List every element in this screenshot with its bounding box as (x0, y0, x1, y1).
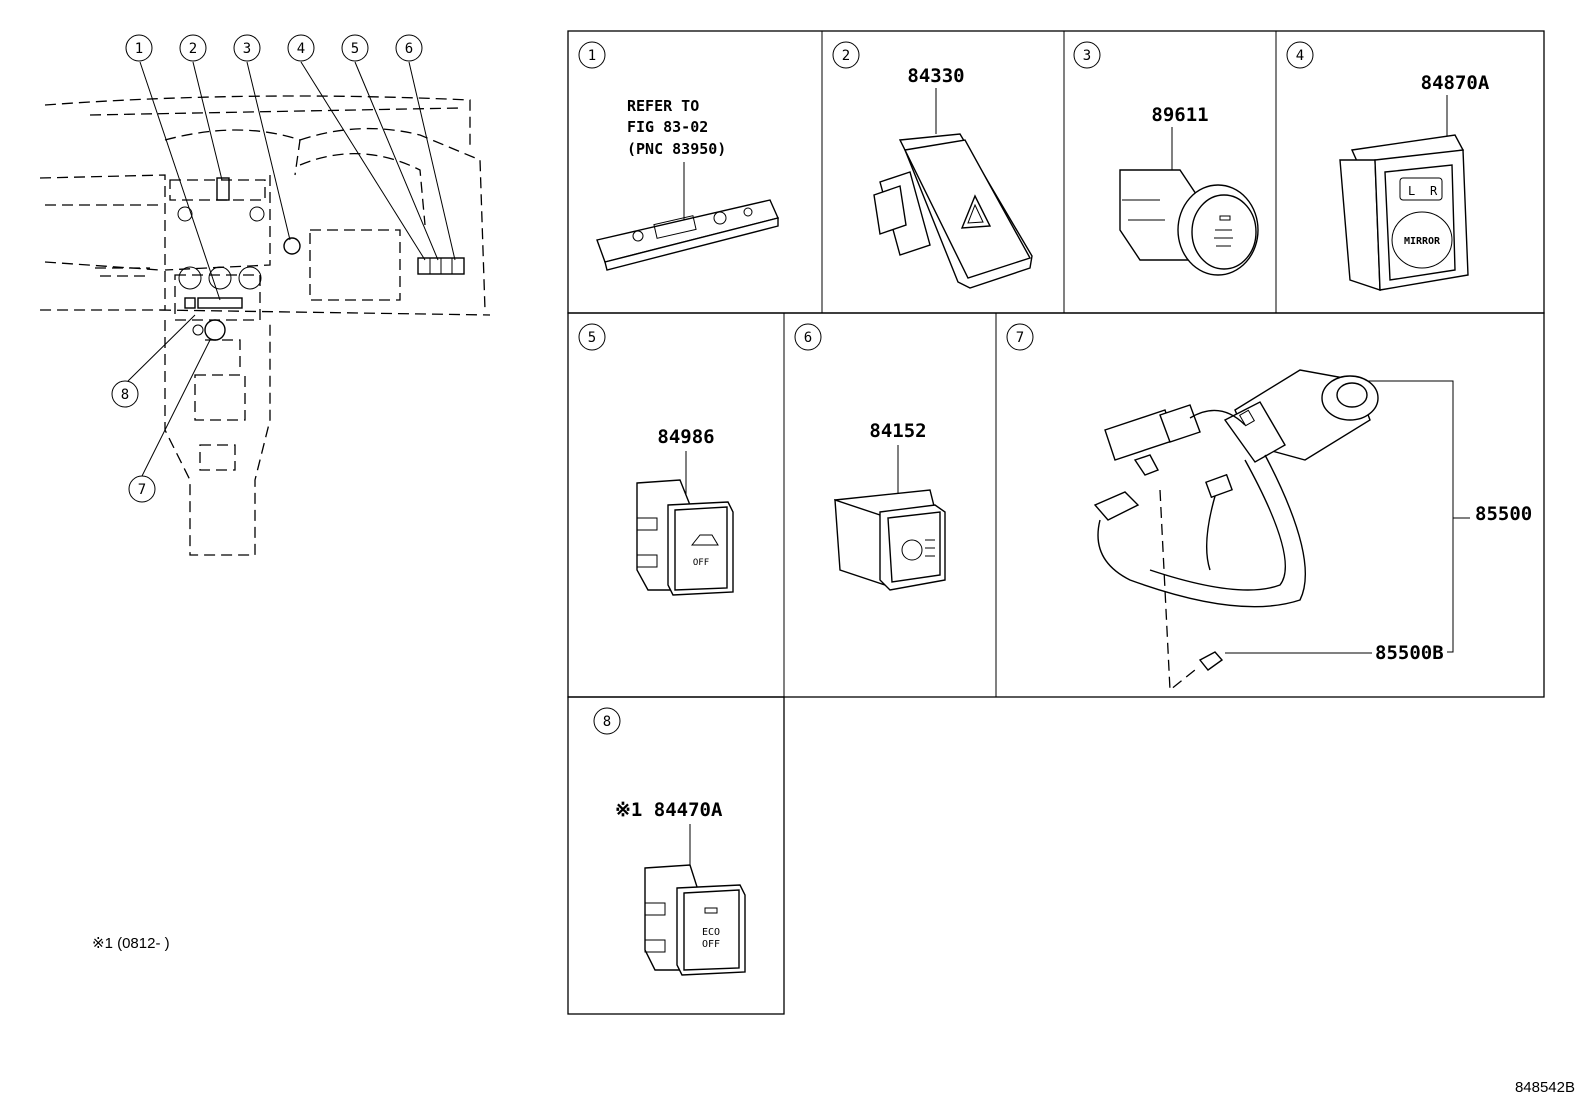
svg-text:8: 8 (603, 714, 611, 730)
callout-6: 6 (395, 34, 423, 62)
callout-1: 1 (125, 34, 153, 62)
refer-line-3: (PNC 83950) (627, 140, 726, 158)
svg-text:8: 8 (121, 387, 129, 403)
eco-off-label: OFF (702, 939, 720, 950)
part-number-84986: 84986 (657, 426, 714, 448)
svg-text:2: 2 (842, 48, 850, 64)
svg-text:1: 1 (588, 48, 596, 64)
switch-panel-1-illustration (596, 199, 779, 271)
vsc-off-label: OFF (693, 558, 709, 568)
headlight-leveling-switch-illustration (834, 489, 946, 591)
refer-line-1: REFER TO (627, 97, 699, 115)
mirror-r-label: R (1430, 184, 1438, 198)
callout-7: 7 (128, 475, 156, 503)
row-2-frame (567, 312, 1545, 698)
part-number-85500: 85500 (1475, 503, 1532, 525)
row-3-frame (567, 696, 785, 1015)
mirror-switch-illustration: L R MIRROR (1339, 134, 1469, 291)
svg-text:2: 2 (189, 41, 197, 57)
part-number-85500b: 85500B (1375, 642, 1444, 664)
svg-text:3: 3 (1083, 48, 1091, 64)
svg-text:4: 4 (1296, 48, 1304, 64)
panel-1: 1 REFER TO FIG 83-02 (PNC 83950) (578, 41, 779, 271)
panel-8: 8 ※1 84470A ECO OFF (593, 707, 746, 976)
svg-text:5: 5 (588, 330, 596, 346)
callout-3: 3 (233, 34, 261, 62)
eco-label: ECO (702, 927, 720, 938)
dashboard-overview (39, 61, 491, 556)
mirror-label: MIRROR (1404, 236, 1441, 247)
part-number-84152: 84152 (869, 420, 926, 442)
svg-text:7: 7 (1016, 330, 1024, 346)
cigarette-lighter-illustration (1093, 369, 1379, 692)
callout-8: 8 (111, 380, 139, 408)
svg-text:1: 1 (135, 41, 143, 57)
mirror-l-label: L (1408, 184, 1415, 198)
part-number-84330: 84330 (907, 65, 964, 87)
footnote-text: ※1 (0812- ) (92, 935, 170, 952)
callout-5: 5 (341, 34, 369, 62)
svg-text:6: 6 (804, 330, 812, 346)
panel-3: 3 89611 (1073, 41, 1259, 276)
refer-line-2: FIG 83-02 (627, 118, 708, 136)
callout-4: 4 (287, 34, 315, 62)
panel-4: 4 84870A L R MIRROR (1286, 41, 1490, 291)
svg-text:7: 7 (138, 482, 146, 498)
callout-2: 2 (179, 34, 207, 62)
panel-2: 2 84330 (832, 41, 1033, 289)
svg-text:5: 5 (351, 41, 359, 57)
panel-7: 7 85500 85500B (1006, 323, 1532, 692)
vsc-off-switch-illustration: OFF (636, 479, 734, 596)
part-number-84870a: 84870A (1421, 72, 1490, 94)
diagram-id: 848542B (1515, 1079, 1575, 1096)
hazard-switch-illustration (873, 133, 1033, 289)
svg-text:3: 3 (243, 41, 251, 57)
panel-5: 5 84986 OFF (578, 323, 734, 596)
part-number-89611: 89611 (1151, 104, 1208, 126)
push-start-switch-illustration (1119, 169, 1259, 276)
panel-6: 6 84152 (794, 323, 946, 591)
svg-text:4: 4 (297, 41, 305, 57)
svg-text:6: 6 (405, 41, 413, 57)
part-number-84470a: ※1 84470A (615, 799, 723, 821)
eco-off-switch-illustration: ECO OFF (644, 864, 746, 976)
